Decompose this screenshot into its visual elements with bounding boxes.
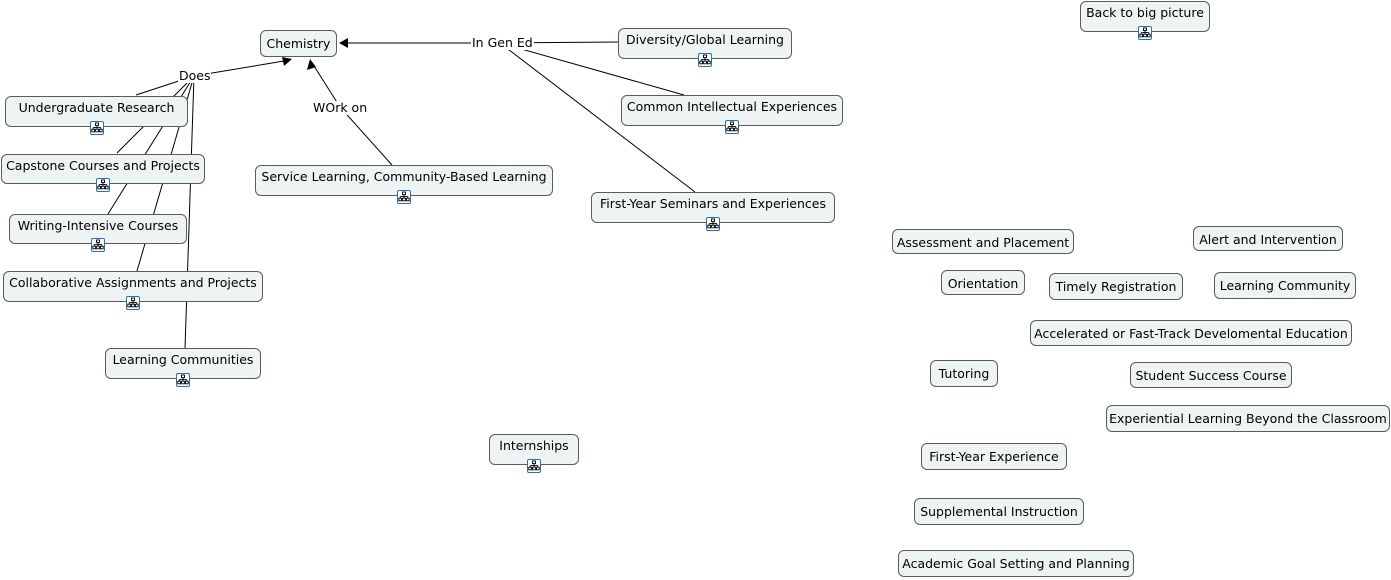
node-label: Student Success Course bbox=[1135, 368, 1287, 383]
submap-icon[interactable] bbox=[1138, 26, 1152, 40]
node-capstone-courses[interactable]: Capstone Courses and Projects bbox=[1, 154, 205, 192]
node-label: First-Year Experience bbox=[929, 449, 1059, 464]
link-label-work-on: WOrk on bbox=[312, 100, 369, 115]
node-collaborative-assignments[interactable]: Collaborative Assignments and Projects bbox=[3, 271, 263, 310]
submap-icon[interactable] bbox=[397, 190, 411, 204]
node-back-to-big-picture[interactable]: Back to big picture bbox=[1080, 1, 1210, 40]
node-label: Learning Communities bbox=[112, 352, 254, 367]
node-label: Academic Goal Setting and Planning bbox=[902, 556, 1130, 571]
node-label: Supplemental Instruction bbox=[920, 504, 1078, 519]
node-chemistry[interactable]: Chemistry bbox=[260, 30, 337, 57]
node-tutoring[interactable]: Tutoring bbox=[930, 360, 998, 387]
node-first-year-seminars[interactable]: First-Year Seminars and Experiences bbox=[591, 192, 835, 231]
node-internships[interactable]: Internships bbox=[489, 434, 579, 473]
node-label: Diversity/Global Learning bbox=[626, 32, 784, 47]
node-orientation[interactable]: Orientation bbox=[941, 270, 1025, 295]
node-timely-registration[interactable]: Timely Registration bbox=[1049, 273, 1183, 300]
submap-icon[interactable] bbox=[725, 120, 739, 134]
node-supplemental-instruction[interactable]: Supplemental Instruction bbox=[914, 498, 1084, 525]
node-label: Collaborative Assignments and Projects bbox=[9, 275, 257, 290]
submap-icon[interactable] bbox=[91, 238, 105, 252]
submap-icon[interactable] bbox=[126, 296, 140, 310]
submap-icon[interactable] bbox=[176, 373, 190, 387]
node-label: Capstone Courses and Projects bbox=[6, 158, 200, 173]
node-label: Internships bbox=[499, 438, 569, 453]
node-learning-communities[interactable]: Learning Communities bbox=[105, 348, 261, 387]
link-label-in-gen-ed: In Gen Ed bbox=[471, 35, 534, 50]
link-label-does: Does bbox=[178, 68, 212, 83]
node-label: Assessment and Placement bbox=[896, 235, 1070, 250]
node-service-learning[interactable]: Service Learning, Community-Based Learni… bbox=[255, 165, 553, 204]
arrowhead-icon bbox=[307, 59, 316, 70]
node-first-year-experience[interactable]: First-Year Experience bbox=[921, 443, 1067, 470]
node-experiential-learning[interactable]: Experiential Learning Beyond the Classro… bbox=[1106, 405, 1390, 432]
node-learning-community[interactable]: Learning Community bbox=[1214, 272, 1356, 299]
node-label: Learning Community bbox=[1219, 278, 1351, 293]
submap-icon[interactable] bbox=[706, 217, 720, 231]
node-label: Accelerated or Fast-Track Develomental E… bbox=[1034, 326, 1348, 341]
submap-icon[interactable] bbox=[96, 178, 110, 192]
line-workon-service bbox=[339, 106, 393, 166]
node-label: Writing-Intensive Courses bbox=[17, 218, 179, 233]
node-diversity-global-learning[interactable]: Diversity/Global Learning bbox=[618, 28, 792, 67]
node-label: Common Intellectual Experiences bbox=[626, 99, 838, 114]
node-label: Service Learning, Community-Based Learni… bbox=[261, 169, 547, 184]
node-label: Experiential Learning Beyond the Classro… bbox=[1109, 411, 1387, 426]
node-undergraduate-research[interactable]: Undergraduate Research bbox=[5, 96, 188, 135]
node-label: Undergraduate Research bbox=[18, 100, 175, 115]
node-label: Orientation bbox=[947, 276, 1019, 291]
node-assessment-placement[interactable]: Assessment and Placement bbox=[892, 229, 1074, 254]
submap-icon[interactable] bbox=[698, 53, 712, 67]
node-accelerated-dev-ed[interactable]: Accelerated or Fast-Track Develomental E… bbox=[1030, 320, 1352, 346]
node-student-success-course[interactable]: Student Success Course bbox=[1130, 362, 1292, 388]
node-label: Alert and Intervention bbox=[1199, 232, 1337, 247]
node-label: Chemistry bbox=[266, 36, 331, 51]
node-label: Back to big picture bbox=[1086, 5, 1204, 20]
submap-icon[interactable] bbox=[527, 459, 541, 473]
arrowhead-icon bbox=[339, 38, 348, 48]
node-label: Timely Registration bbox=[1055, 279, 1177, 294]
node-writing-intensive[interactable]: Writing-Intensive Courses bbox=[9, 214, 187, 252]
node-label: Tutoring bbox=[938, 366, 990, 381]
node-alert-intervention[interactable]: Alert and Intervention bbox=[1193, 226, 1343, 251]
node-common-intellectual[interactable]: Common Intellectual Experiences bbox=[621, 95, 843, 134]
node-academic-goal-setting[interactable]: Academic Goal Setting and Planning bbox=[898, 550, 1134, 577]
submap-icon[interactable] bbox=[89, 121, 104, 135]
arrowhead-icon bbox=[282, 57, 292, 66]
node-label: First-Year Seminars and Experiences bbox=[600, 196, 826, 211]
